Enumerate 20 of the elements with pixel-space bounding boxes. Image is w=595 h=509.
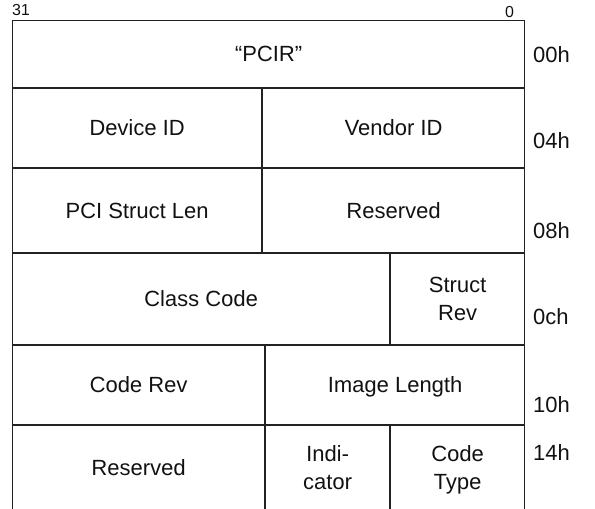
offset-label: 00h (533, 42, 570, 68)
field-name: Image Length (328, 371, 462, 399)
field-name: Struct Rev (428, 271, 488, 327)
offset-label: 10h (533, 392, 570, 418)
field-name: Vendor ID (344, 114, 442, 142)
offset-label: 0ch (533, 304, 568, 330)
field-name: “PCIR” (234, 40, 302, 68)
field-name: Reserved (346, 196, 441, 224)
field-name: Code Type (430, 440, 485, 496)
field-name: PCI Struct Len (65, 196, 209, 224)
offset-label: 14h (533, 440, 570, 466)
field-name: Reserved (91, 454, 186, 482)
field-name: Class Code (144, 285, 258, 313)
field-name: Indi- cator (302, 440, 353, 496)
field-name: Code Rev (90, 371, 188, 399)
offset-label: 04h (533, 128, 570, 154)
bit-number: 31 (12, 2, 30, 20)
bit-number: 0 (505, 4, 514, 22)
offset-label: 08h (533, 218, 570, 244)
field-name: Device ID (89, 114, 185, 142)
